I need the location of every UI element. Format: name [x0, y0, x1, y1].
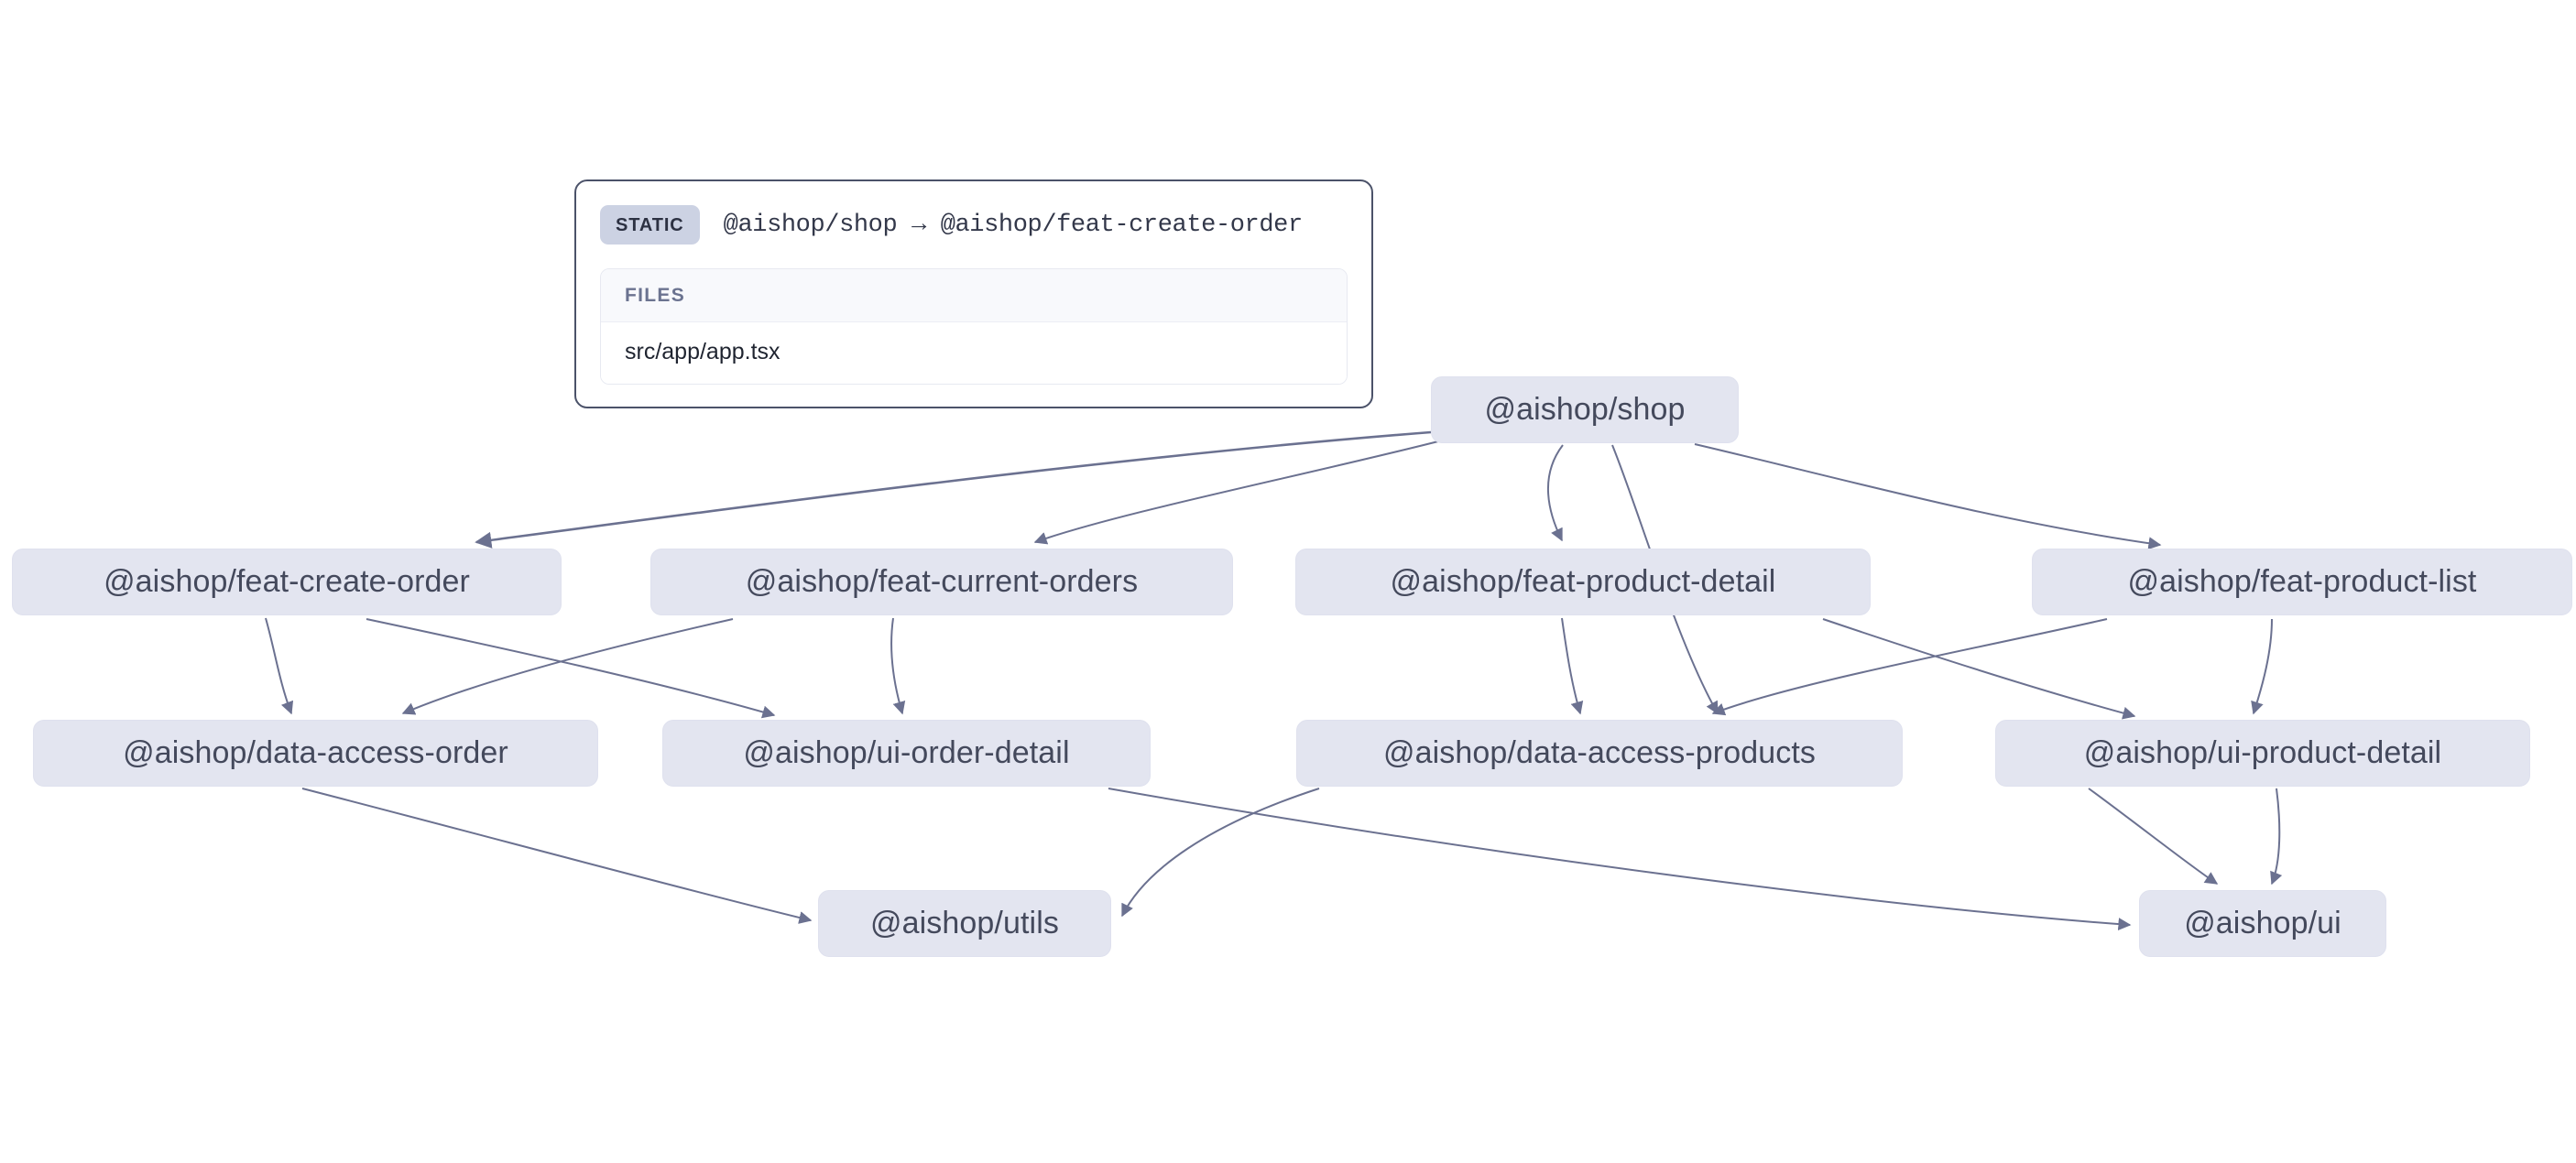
graph-edge-shop-to-feat-product-detail[interactable]: [1546, 444, 1564, 542]
graph-edge-ui-product-detail-to-ui[interactable]: [2270, 788, 2283, 886]
graph-edge-shop-to-feat-create-order[interactable]: [475, 430, 1432, 549]
graph-edge-feat-current-orders-to-data-access-order[interactable]: [401, 618, 734, 715]
detail-card-title: @aishop/shop → @aishop/feat-create-order: [723, 211, 1304, 239]
graph-edge-ui-order-detail-to-ui[interactable]: [1108, 788, 2132, 931]
graph-node-data-access-order[interactable]: @aishop/data-access-order: [33, 720, 598, 787]
graph-node-label: @aishop/shop: [1484, 391, 1686, 427]
graph-node-label: @aishop/ui-order-detail: [743, 734, 1070, 770]
graph-node-feat-product-detail[interactable]: @aishop/feat-product-detail: [1295, 549, 1871, 615]
graph-edge-ui-product-detail-to-ui[interactable]: [2088, 788, 2219, 885]
graph-node-label: @aishop/ui-product-detail: [2083, 734, 2442, 770]
graph-node-feat-product-list[interactable]: @aishop/feat-product-list: [2032, 549, 2572, 615]
graph-edge-data-access-order-to-utils[interactable]: [301, 788, 813, 924]
file-row[interactable]: src/app/app.tsx: [601, 322, 1347, 384]
graph-node-ui-order-detail[interactable]: @aishop/ui-order-detail: [662, 720, 1151, 787]
graph-node-label: @aishop/feat-product-detail: [1390, 563, 1776, 599]
graph-node-label: @aishop/feat-current-orders: [745, 563, 1139, 599]
files-section-header: FILES: [601, 269, 1347, 322]
graph-node-feat-current-orders[interactable]: @aishop/feat-current-orders: [650, 549, 1233, 615]
files-list: src/app/app.tsx: [601, 322, 1347, 384]
graph-edge-data-access-products-to-utils[interactable]: [1121, 788, 1320, 918]
files-panel: FILES src/app/app.tsx: [600, 268, 1348, 385]
graph-node-ui[interactable]: @aishop/ui: [2139, 890, 2386, 957]
graph-edge-feat-product-list-to-data-access-products[interactable]: [1711, 618, 2108, 716]
graph-node-shop[interactable]: @aishop/shop: [1431, 376, 1739, 443]
graph-node-ui-product-detail[interactable]: @aishop/ui-product-detail: [1995, 720, 2530, 787]
graph-edge-feat-create-order-to-ui-order-detail[interactable]: [366, 618, 776, 719]
graph-node-label: @aishop/data-access-products: [1383, 734, 1816, 770]
graph-edge-feat-current-orders-to-ui-order-detail[interactable]: [890, 617, 906, 715]
graph-node-label: @aishop/ui: [2184, 905, 2341, 940]
detail-card-header: STATIC @aishop/shop → @aishop/feat-creat…: [600, 201, 1348, 245]
graph-node-data-access-products[interactable]: @aishop/data-access-products: [1296, 720, 1903, 787]
graph-node-feat-create-order[interactable]: @aishop/feat-create-order: [12, 549, 562, 615]
graph-node-label: @aishop/feat-create-order: [104, 563, 470, 599]
graph-node-label: @aishop/utils: [870, 905, 1059, 940]
graph-edges: [265, 430, 2283, 931]
graph-node-label: @aishop/data-access-order: [123, 734, 508, 770]
static-badge: STATIC: [600, 205, 700, 245]
edge-detail-card[interactable]: STATIC @aishop/shop → @aishop/feat-creat…: [574, 179, 1373, 408]
graph-edge-feat-product-list-to-ui-product-detail[interactable]: [2251, 618, 2273, 715]
graph-node-label: @aishop/feat-product-list: [2127, 563, 2477, 599]
graph-edge-shop-to-feat-current-orders[interactable]: [1033, 440, 1439, 545]
graph-edge-feat-product-detail-to-ui-product-detail[interactable]: [1822, 618, 2136, 720]
graph-edge-feat-product-detail-to-data-access-products[interactable]: [1561, 617, 1584, 715]
graph-edge-feat-create-order-to-data-access-order[interactable]: [265, 617, 294, 715]
graph-node-utils[interactable]: @aishop/utils: [818, 890, 1111, 957]
graph-edge-shop-to-feat-product-list[interactable]: [1694, 443, 2162, 550]
